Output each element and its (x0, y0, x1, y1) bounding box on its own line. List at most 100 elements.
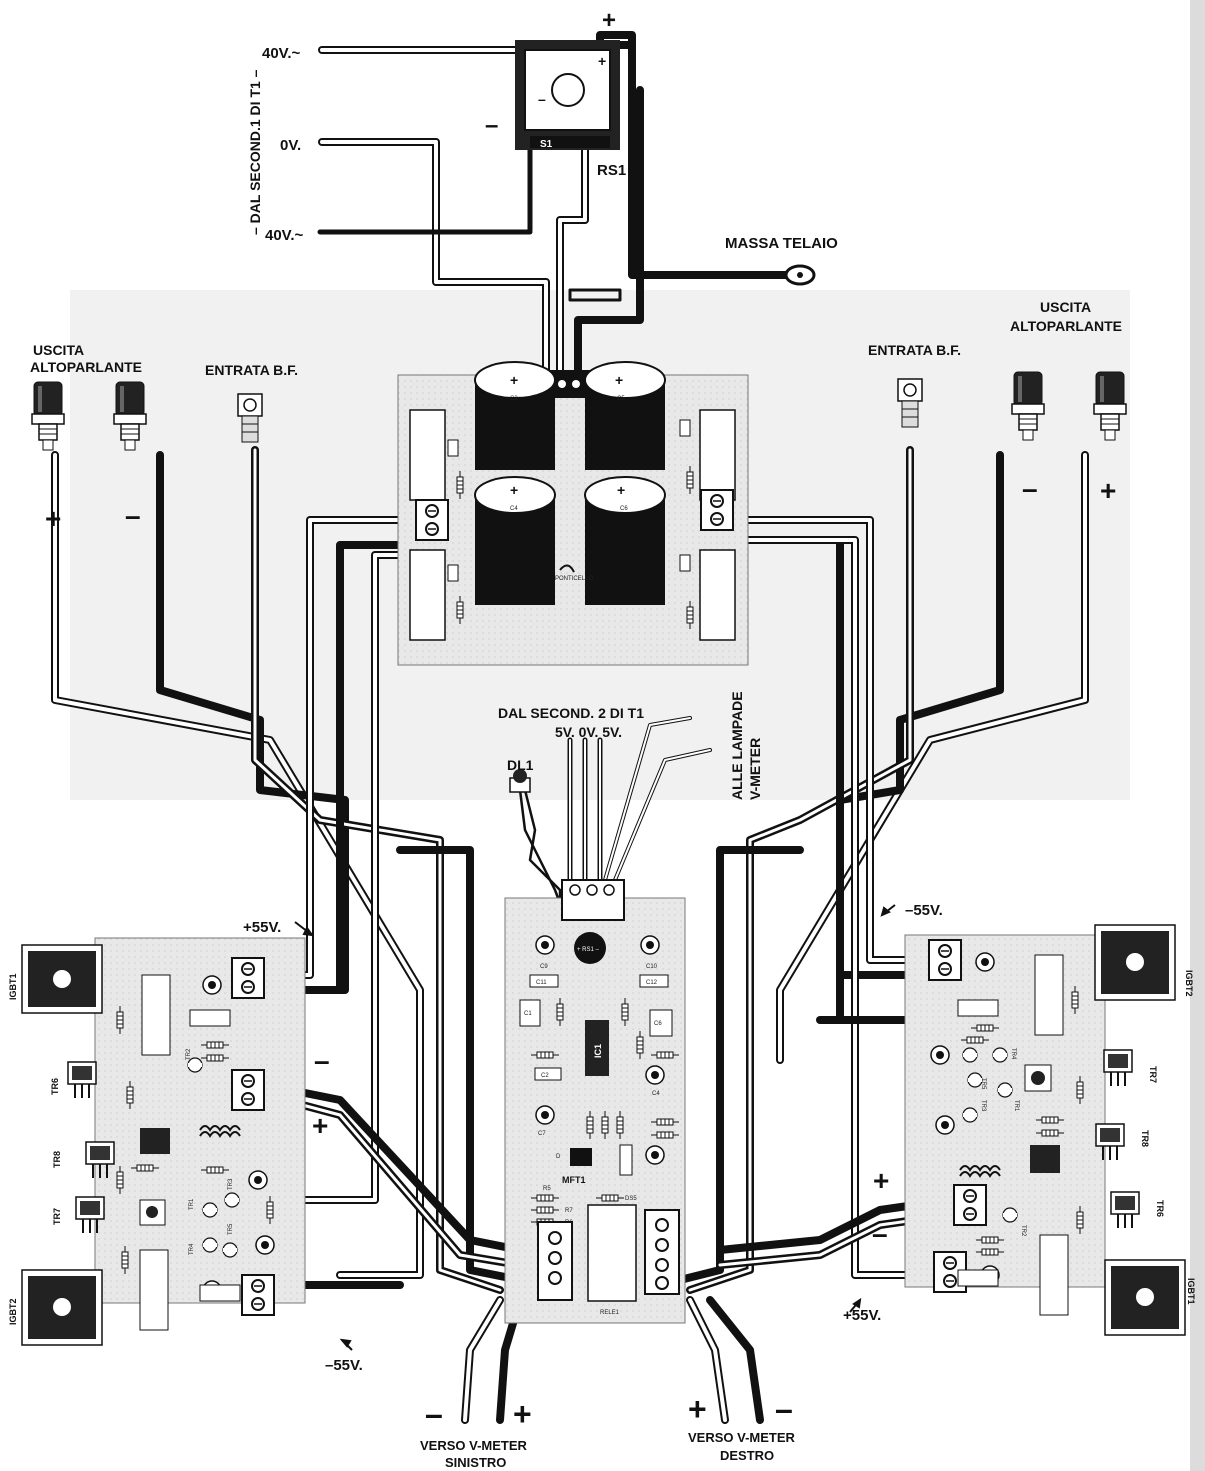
svg-text:C9: C9 (540, 964, 548, 970)
svg-text:TR3: TR3 (228, 1178, 234, 1190)
left-speaker-plus: + (45, 503, 61, 534)
svg-text:TR5: TR5 (980, 1078, 986, 1090)
svg-text:TR8: TR8 (52, 1151, 62, 1168)
svg-text:TR2: TR2 (186, 1048, 192, 1060)
left-amp-terminal-bottom (241, 1274, 275, 1316)
left-entrata-bf: ENTRATA B.F. (205, 362, 298, 378)
svg-text:TR5: TR5 (228, 1223, 234, 1235)
svg-text:TR6: TR6 (50, 1078, 60, 1095)
svg-text:R7: R7 (565, 1208, 573, 1214)
left-speaker-minus: – (125, 500, 141, 531)
svg-text:TR7: TR7 (1148, 1066, 1158, 1083)
svg-text:TR1: TR1 (1013, 1100, 1019, 1112)
svg-text:C10: C10 (646, 964, 658, 970)
right-amp-minus: – (872, 1218, 888, 1249)
svg-text:IGBT1: IGBT1 (1186, 1278, 1196, 1305)
svg-text:C1: C1 (524, 1011, 532, 1017)
svg-text:C11: C11 (536, 980, 547, 986)
left-amp-minus55: –55V. (325, 1357, 363, 1374)
vmeter-right-minus: – (775, 1391, 793, 1427)
psu-board: + C3 + C5 + C4 + C6 PONTICELLO (397, 361, 749, 666)
svg-text:IGBT1: IGBT1 (8, 973, 18, 1000)
vmeter-right-line1: VERSO V-METER (688, 1430, 796, 1445)
psu-terminal-left (415, 499, 449, 541)
svg-text:TR7: TR7 (52, 1208, 62, 1225)
label-5v-0v-5v: 5V. 0V. 5V. (555, 724, 622, 740)
svg-text:C4: C4 (510, 506, 518, 512)
svg-text:R5: R5 (543, 1186, 551, 1192)
svg-text:IGBT2: IGBT2 (1184, 970, 1194, 997)
right-amp-board: IGBT2 IGBT1 TR7 TR8 TR6 TR (904, 924, 1196, 1336)
label-0v: 0V. (280, 137, 301, 154)
left-rca-input (237, 393, 263, 443)
left-amp-terminal-output (231, 1069, 265, 1111)
svg-text:C4: C4 (652, 1091, 660, 1097)
svg-text:+: + (510, 482, 518, 498)
rs1-minus-mark: – (538, 91, 546, 107)
right-uscita-line1: USCITA (1040, 299, 1091, 315)
svg-text:IGBT2: IGBT2 (8, 1298, 18, 1325)
vmeter-left-minus: – (425, 1396, 443, 1432)
capacitor-c3: + C3 (474, 361, 556, 470)
svg-text:TR6: TR6 (1155, 1200, 1165, 1217)
chassis-ground-lug (784, 264, 816, 286)
label-40v-top: 40V.~ (262, 45, 300, 62)
right-speaker-plus: + (1100, 475, 1116, 506)
right-amp-plus55: +55V. (843, 1307, 881, 1324)
label-ponticello: PONTICELLO (555, 576, 593, 582)
right-amp-plus: + (873, 1165, 889, 1196)
left-amp-board: IGBT1 IGBT2 TR6 TR8 TR7 TR (8, 937, 306, 1346)
left-uscita-line1: USCITA (33, 342, 84, 358)
svg-text:+ RS1 –: + RS1 – (577, 947, 600, 953)
svg-text:C6: C6 (654, 1021, 662, 1027)
svg-text:C7: C7 (538, 1131, 546, 1137)
label-dl1: DL1 (507, 757, 534, 773)
wiring (51, 31, 1089, 1424)
label-rele1: RELE1 (600, 1310, 620, 1316)
svg-text:D: D (556, 1154, 561, 1160)
led-dl1 (509, 769, 531, 793)
left-amp-plus55: +55V. (243, 919, 281, 936)
left-amp-plus: + (312, 1110, 328, 1141)
svg-text:+: + (615, 372, 623, 388)
vmeter-left-line2: SINISTRO (445, 1455, 506, 1470)
label-massa-telaio: MASSA TELAIO (725, 235, 838, 252)
center-terminal-right (644, 1209, 680, 1295)
label-lampade-line2: V-METER (747, 738, 763, 800)
capacitor-c5: + C5 (584, 361, 666, 470)
left-uscita-line2: ALTOPARLANTE (30, 359, 142, 375)
svg-text:TR3: TR3 (980, 1100, 986, 1112)
right-entrata-bf: ENTRATA B.F. (868, 342, 961, 358)
rs1-label: RS1 (597, 162, 626, 179)
label-40v-bottom: 40V.~ (265, 227, 303, 244)
svg-text:C6: C6 (620, 506, 628, 512)
left-amp-terminal-top (202, 975, 222, 995)
svg-text:+: + (617, 482, 625, 498)
vmeter-right-plus: + (688, 1391, 707, 1427)
rs1-plus-mark: + (598, 53, 606, 69)
svg-text:C3: C3 (510, 396, 518, 402)
svg-text:C2: C2 (541, 1073, 549, 1079)
label-secondary-1: – DAL SECOND.1 DI T1 – (247, 69, 263, 235)
arrow-icons (294, 564, 896, 1351)
svg-text:DS5: DS5 (625, 1196, 637, 1202)
right-uscita-line2: ALTOPARLANTE (1010, 318, 1122, 334)
psu-terminal-right (700, 489, 734, 531)
svg-text:TR8: TR8 (1140, 1130, 1150, 1147)
center-terminal-left (537, 1221, 573, 1301)
vmeter-right-line2: DESTRO (720, 1448, 774, 1463)
svg-text:C5: C5 (617, 396, 625, 402)
svg-text:TR2: TR2 (1020, 1225, 1026, 1237)
right-amp-terminal-top (928, 939, 962, 981)
bridge-rectifier-rs1: S1 + – (515, 40, 620, 150)
rs1-minus-label: – (485, 112, 498, 139)
svg-text:TR4: TR4 (189, 1243, 195, 1255)
svg-text:TR1: TR1 (189, 1198, 195, 1210)
vmeter-left-plus: + (513, 1396, 532, 1432)
capacitor-c4: + C4 (474, 476, 556, 605)
capacitor-c6: + C6 (584, 476, 666, 605)
label-mft1: MFT1 (562, 1175, 586, 1185)
right-speaker-minus: – (1022, 473, 1038, 504)
svg-text:TR4: TR4 (1010, 1048, 1016, 1060)
